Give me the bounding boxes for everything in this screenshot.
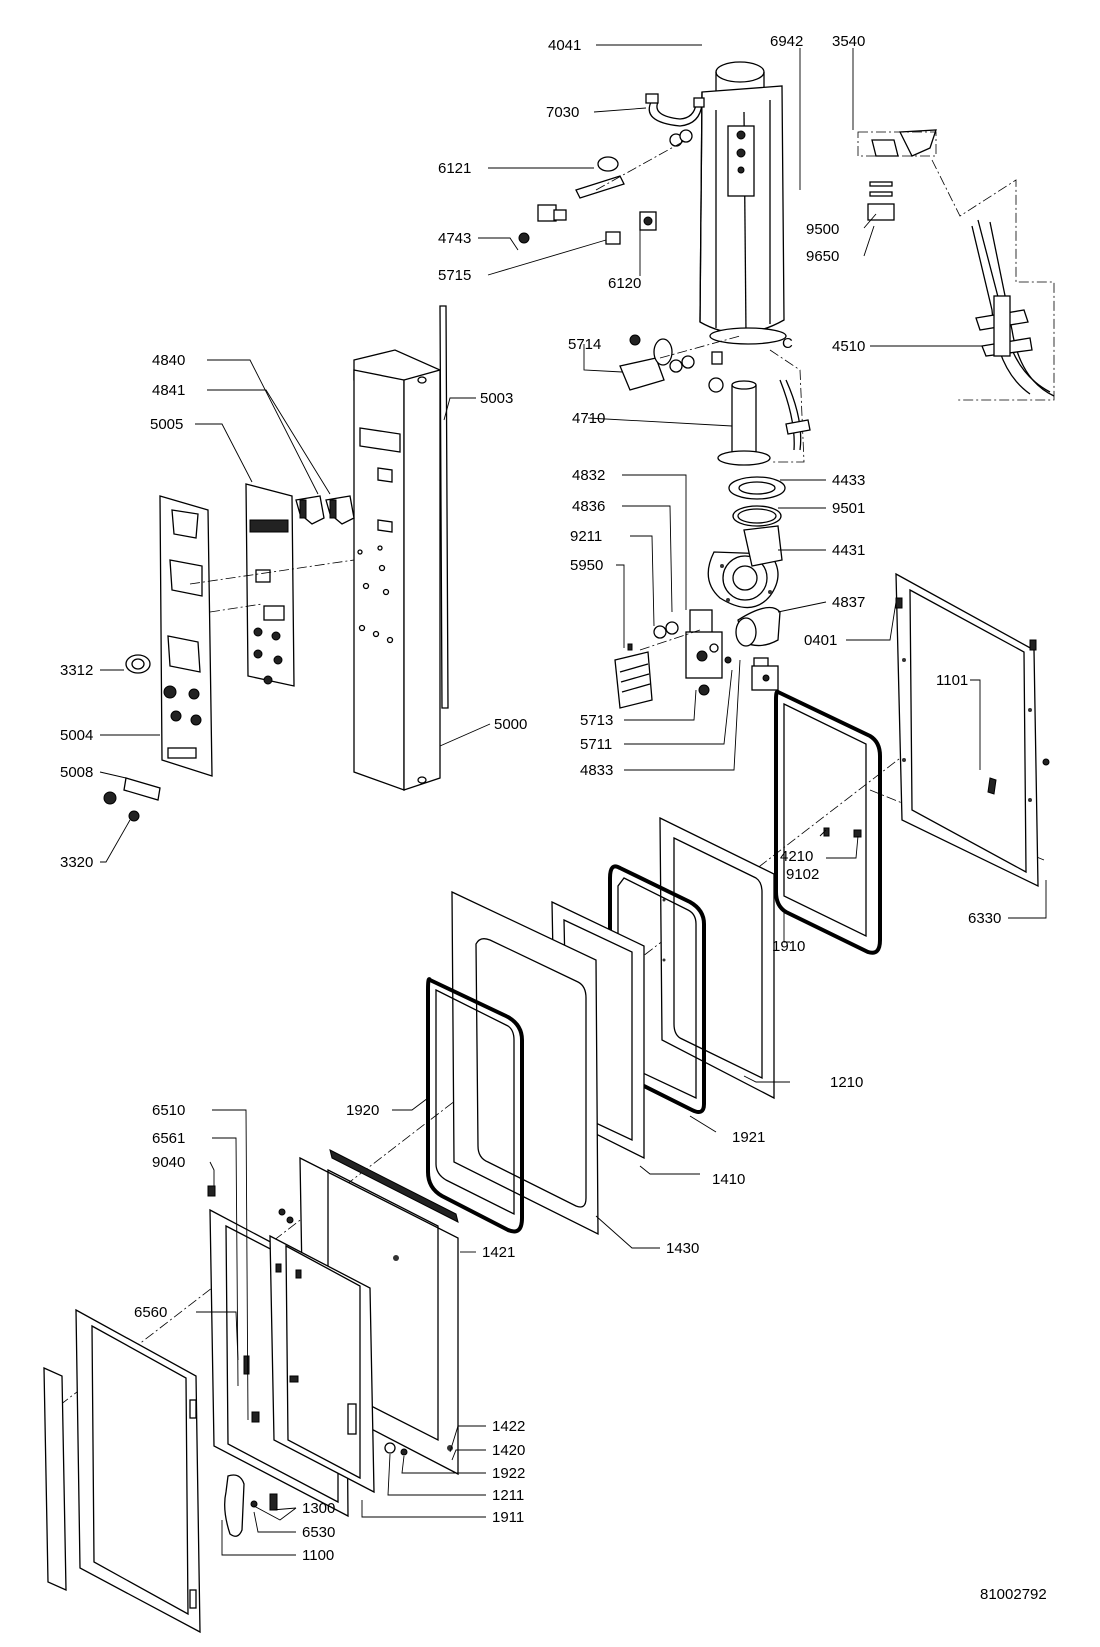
part-label-1422: 1422 xyxy=(492,1418,525,1435)
part-label-6120: 6120 xyxy=(608,275,641,292)
part-labels: 4041 6942 3540 7030 6121 4743 5715 6120 … xyxy=(60,33,1047,1603)
part-label-6560: 6560 xyxy=(134,1304,167,1321)
part-label-6942: 6942 xyxy=(770,33,803,50)
outer-door-1100 xyxy=(43,1308,201,1634)
side-column-5000 xyxy=(353,349,441,791)
door-gasket-1910 xyxy=(774,689,882,955)
part-label-1910: 1910 xyxy=(772,938,805,955)
back-frame xyxy=(895,572,1050,888)
part-label-5713: 5713 xyxy=(580,712,613,729)
part-label-4210: 4210 xyxy=(780,848,813,865)
part-label-5715: 5715 xyxy=(438,267,471,284)
part-label-4840: 4840 xyxy=(152,352,185,369)
part-label-9102: 9102 xyxy=(786,866,819,883)
control-board-5005 xyxy=(245,483,355,687)
part-label-1210: 1210 xyxy=(830,1074,863,1091)
knob-3312 xyxy=(125,654,151,674)
part-label-6121: 6121 xyxy=(438,160,471,177)
part-label-7030: 7030 xyxy=(546,104,579,121)
part-label-1100: 1100 xyxy=(302,1547,334,1564)
part-label-5003: 5003 xyxy=(480,390,513,407)
part-label-1101: 1101 xyxy=(936,672,968,689)
part-label-5711: 5711 xyxy=(580,736,612,753)
ignition-electrodes xyxy=(769,129,1055,463)
part-label-1921: 1921 xyxy=(732,1129,765,1146)
part-label-4510: 4510 xyxy=(832,338,865,355)
part-label-9040: 9040 xyxy=(152,1154,185,1171)
part-label-9650: 9650 xyxy=(806,248,839,265)
part-label-4833: 4833 xyxy=(580,762,613,779)
part-label-1922: 1922 xyxy=(492,1465,525,1482)
part-label-4837: 4837 xyxy=(832,594,865,611)
tube-4710 xyxy=(717,380,771,466)
panel-1430 xyxy=(451,890,599,1236)
door-frame-1420 xyxy=(209,1208,375,1518)
screws-4210-9102 xyxy=(823,827,862,838)
part-label-1420: 1420 xyxy=(492,1442,525,1459)
part-label-1410: 1410 xyxy=(712,1171,745,1188)
part-label-1421: 1421 xyxy=(482,1244,515,1261)
heat-exchanger-column: C xyxy=(699,61,793,352)
part-label-5008: 5008 xyxy=(60,764,93,781)
part-label-4041: 4041 xyxy=(548,37,581,54)
part-label-5005: 5005 xyxy=(150,416,183,433)
part-label-6510: 6510 xyxy=(152,1102,185,1119)
part-label-4743: 4743 xyxy=(438,230,471,247)
part-label-4433: 4433 xyxy=(832,472,865,489)
part-label-1430: 1430 xyxy=(666,1240,699,1257)
gasket-rings xyxy=(728,476,786,527)
part-label-9501: 9501 xyxy=(832,500,865,517)
leader-lines xyxy=(99,44,1047,1556)
part-label-6330: 6330 xyxy=(968,910,1001,927)
part-label-5950: 5950 xyxy=(570,557,603,574)
part-label-1920: 1920 xyxy=(346,1102,379,1119)
switch-5008 xyxy=(103,777,161,822)
strip-5003 xyxy=(439,305,449,709)
part-label-6530: 6530 xyxy=(302,1524,335,1541)
part-label-4710: 4710 xyxy=(572,410,605,427)
gas-valve-cluster xyxy=(614,606,781,709)
gas-pipe-assembly xyxy=(518,93,705,245)
part-label-4841: 4841 xyxy=(152,382,185,399)
part-label-6561: 6561 xyxy=(152,1130,185,1147)
blower-4431 xyxy=(707,525,783,609)
part-label-9500: 9500 xyxy=(806,221,839,238)
burner-assembly xyxy=(619,334,741,393)
inner-panel-1210 xyxy=(659,816,775,1100)
part-label-5004: 5004 xyxy=(60,727,93,744)
part-label-0401: 0401 xyxy=(804,632,837,649)
part-label-3312: 3312 xyxy=(60,662,93,679)
part-label-4836: 4836 xyxy=(572,498,605,515)
drawing: C xyxy=(43,61,1055,1634)
part-label-4832: 4832 xyxy=(572,467,605,484)
callout-letter-c: C xyxy=(782,335,793,352)
part-label-3540: 3540 xyxy=(832,33,865,50)
handle-1300 xyxy=(224,1474,278,1537)
part-label-1211: 1211 xyxy=(492,1487,524,1504)
part-label-4431: 4431 xyxy=(832,542,865,559)
part-label-3320: 3320 xyxy=(60,854,93,871)
part-label-1300: 1300 xyxy=(302,1500,335,1517)
gasket-1920 xyxy=(426,977,524,1234)
door-hardware xyxy=(207,1185,408,1456)
front-panel-5004 xyxy=(159,495,213,777)
part-label-9211: 9211 xyxy=(570,528,602,545)
part-label-1911: 1911 xyxy=(492,1509,524,1526)
part-label-5714: 5714 xyxy=(568,336,601,353)
document-number: 81002792 xyxy=(980,1586,1047,1603)
part-label-5000: 5000 xyxy=(494,716,527,733)
